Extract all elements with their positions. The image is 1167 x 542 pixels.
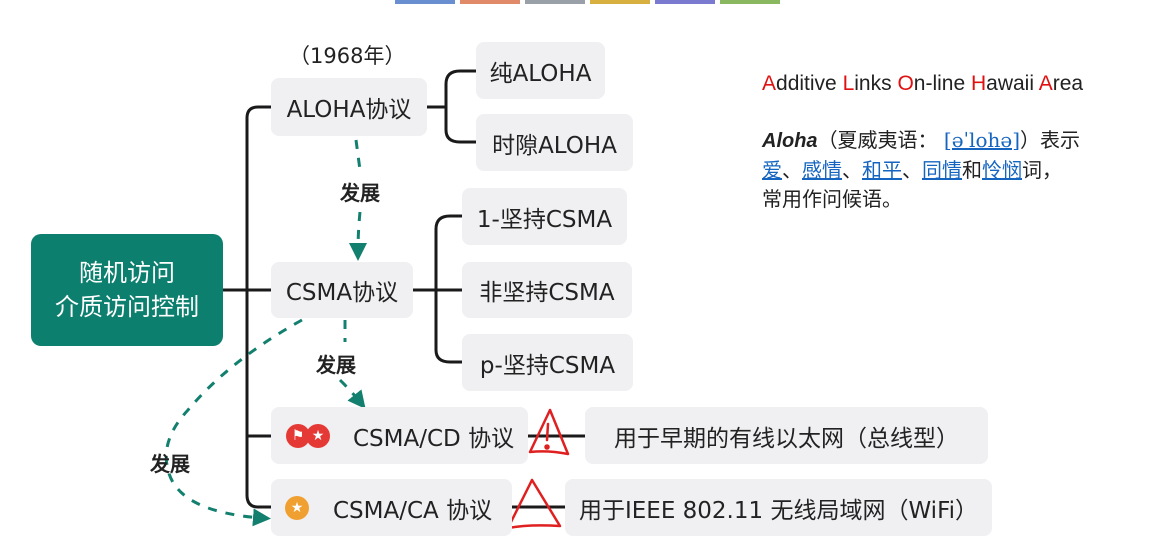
link-peace[interactable]: 和平: [862, 158, 902, 182]
develop-label: 发展: [340, 181, 380, 205]
aloha-acronym: Additive Links On-line Hawaii Area: [762, 72, 1084, 95]
trunk-line: [245, 105, 273, 509]
develop-arrow-1-top: [354, 139, 362, 171]
node-csma-ca-label: CSMA/CA 协议: [333, 497, 493, 524]
develop-arrow-1: [349, 211, 368, 261]
link-pity[interactable]: 怜悯: [982, 158, 1022, 182]
develop-arrow-3: [164, 318, 303, 527]
top-bar-segment: [525, 0, 585, 4]
link-sympathy[interactable]: 同情: [922, 158, 962, 182]
node-pure-aloha[interactable]: 纯ALOHA: [476, 42, 605, 99]
aloha-meaning: Aloha（夏威夷语： [əˈlohə]）表示爱、感情、和平、同情和怜悯词，常用…: [762, 128, 1081, 211]
star-icon: ★: [285, 496, 309, 520]
link-affection[interactable]: 感情: [802, 158, 842, 182]
pronunciation-link[interactable]: [əˈlohə]: [943, 128, 1021, 152]
root-line-2: 介质访问控制: [55, 293, 199, 321]
top-bar-segment: [720, 0, 780, 4]
top-bar-segment: [655, 0, 715, 4]
node-nonpersistent-csma[interactable]: 非坚持CSMA: [462, 262, 632, 318]
node-csma[interactable]: CSMA协议: [271, 262, 413, 318]
develop-label: 发展: [150, 452, 190, 476]
warning-triangle-icon: [528, 408, 570, 456]
node-csma-cd[interactable]: CSMA/CD 协议: [271, 407, 528, 464]
node-csma-ca-desc[interactable]: 用于IEEE 802.11 无线局域网（WiFi）: [565, 479, 992, 536]
root-node[interactable]: 随机访问 介质访问控制: [31, 234, 223, 346]
year-note: （1968年）: [289, 44, 406, 68]
node-1-persistent-csma[interactable]: 1-坚持CSMA: [462, 188, 627, 245]
node-aloha[interactable]: ALOHA协议: [271, 78, 427, 136]
develop-arrow-2: [338, 378, 366, 410]
aloha-term: Aloha: [762, 130, 818, 152]
develop-label: 发展: [316, 353, 356, 377]
node-p-persistent-csma[interactable]: p-坚持CSMA: [462, 334, 633, 391]
top-bar-segment: [590, 0, 650, 4]
node-csma-cd-label: CSMA/CD 协议: [353, 425, 515, 452]
link-love[interactable]: 爱: [762, 158, 782, 182]
top-bar-segment: [395, 0, 455, 4]
node-csma-cd-desc[interactable]: 用于早期的有线以太网（总线型）: [585, 407, 988, 464]
node-csma-ca[interactable]: CSMA/CA 协议: [271, 479, 512, 536]
top-bar-segment: [460, 0, 520, 4]
warning-triangle-icon: [506, 478, 562, 530]
star-icon: ★: [306, 424, 330, 448]
root-line-1: 随机访问: [79, 259, 175, 287]
node-slotted-aloha[interactable]: 时隙ALOHA: [476, 114, 633, 171]
